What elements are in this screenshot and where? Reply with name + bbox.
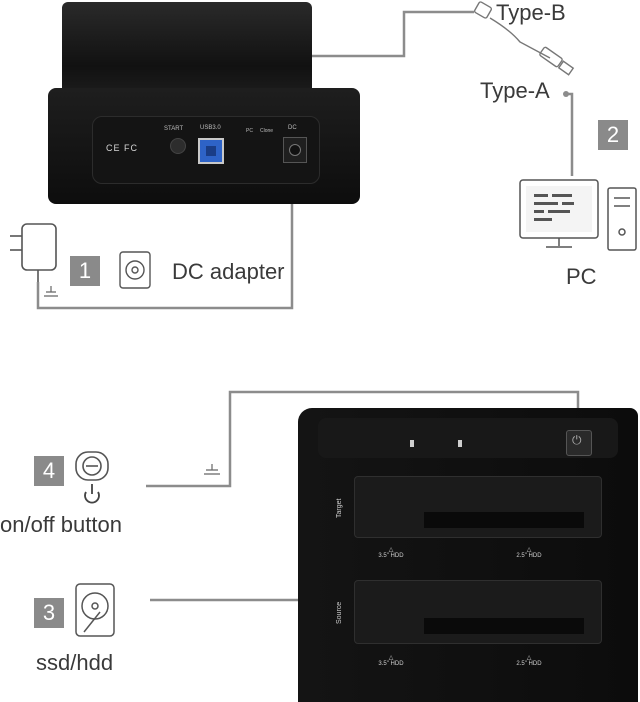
onoff-button-icon [75, 451, 109, 481]
source-bay-slot [424, 618, 584, 634]
power-symbol-icon [84, 484, 100, 504]
power-adapter-icon [10, 223, 57, 282]
dock-station-top [62, 2, 312, 94]
pc-label: PC [566, 264, 597, 289]
ssd-hdd-label: ssd/hdd [36, 650, 114, 675]
step-badge-1: 1 [70, 256, 100, 286]
plug-glyph-icon-2 [204, 464, 220, 475]
clone-mode-label: Clone [260, 128, 274, 134]
type-b-label: Type-B [496, 0, 566, 25]
source-drive-bay[interactable] [354, 580, 602, 644]
start-label: START [164, 126, 184, 132]
hdd-25-text: 2.5" HDD [516, 661, 542, 667]
source-hdd-35-mark: △3.5" HDD [378, 655, 404, 667]
status-led [410, 440, 414, 447]
onoff-button-label: on/off button [0, 512, 122, 537]
pc-icon [519, 179, 637, 251]
type-a-label: Type-A [480, 78, 550, 103]
dc-port-label: DC [288, 125, 297, 131]
usb-port-label: USB3.0 [200, 125, 221, 131]
plug-glyph-icon [44, 286, 58, 297]
target-hdd-35-mark: △3.5" HDD [378, 547, 404, 559]
dc-adapter-label: DC adapter [172, 259, 285, 284]
dc-jack[interactable] [283, 137, 307, 163]
step-badge-4: 4 [34, 456, 64, 486]
target-hdd-25-mark: △2.5" HDD [516, 547, 542, 559]
target-drive-bay[interactable] [354, 476, 602, 538]
power-button[interactable] [566, 430, 592, 456]
hdd-35-text: 3.5" HDD [378, 553, 404, 559]
step-badge-2: 2 [598, 120, 628, 150]
source-label: Source [336, 601, 343, 624]
dc-jack-icon [119, 251, 151, 289]
cert-marks: CE FC [106, 143, 138, 153]
hard-drive-icon [75, 583, 115, 637]
usb3-port[interactable] [198, 138, 224, 164]
dock-back-panel [92, 116, 320, 184]
step-badge-3: 3 [34, 598, 64, 628]
hdd-35-text: 3.5" HDD [378, 661, 404, 667]
target-bay-slot [424, 512, 584, 528]
pc-mode-label: PC [246, 128, 253, 134]
pc-cable-line [566, 92, 574, 176]
source-hdd-25-mark: △2.5" HDD [516, 655, 542, 667]
status-led [458, 440, 462, 447]
target-label: Target [336, 498, 343, 518]
hdd-25-text: 2.5" HDD [516, 553, 542, 559]
start-button[interactable] [170, 138, 186, 154]
